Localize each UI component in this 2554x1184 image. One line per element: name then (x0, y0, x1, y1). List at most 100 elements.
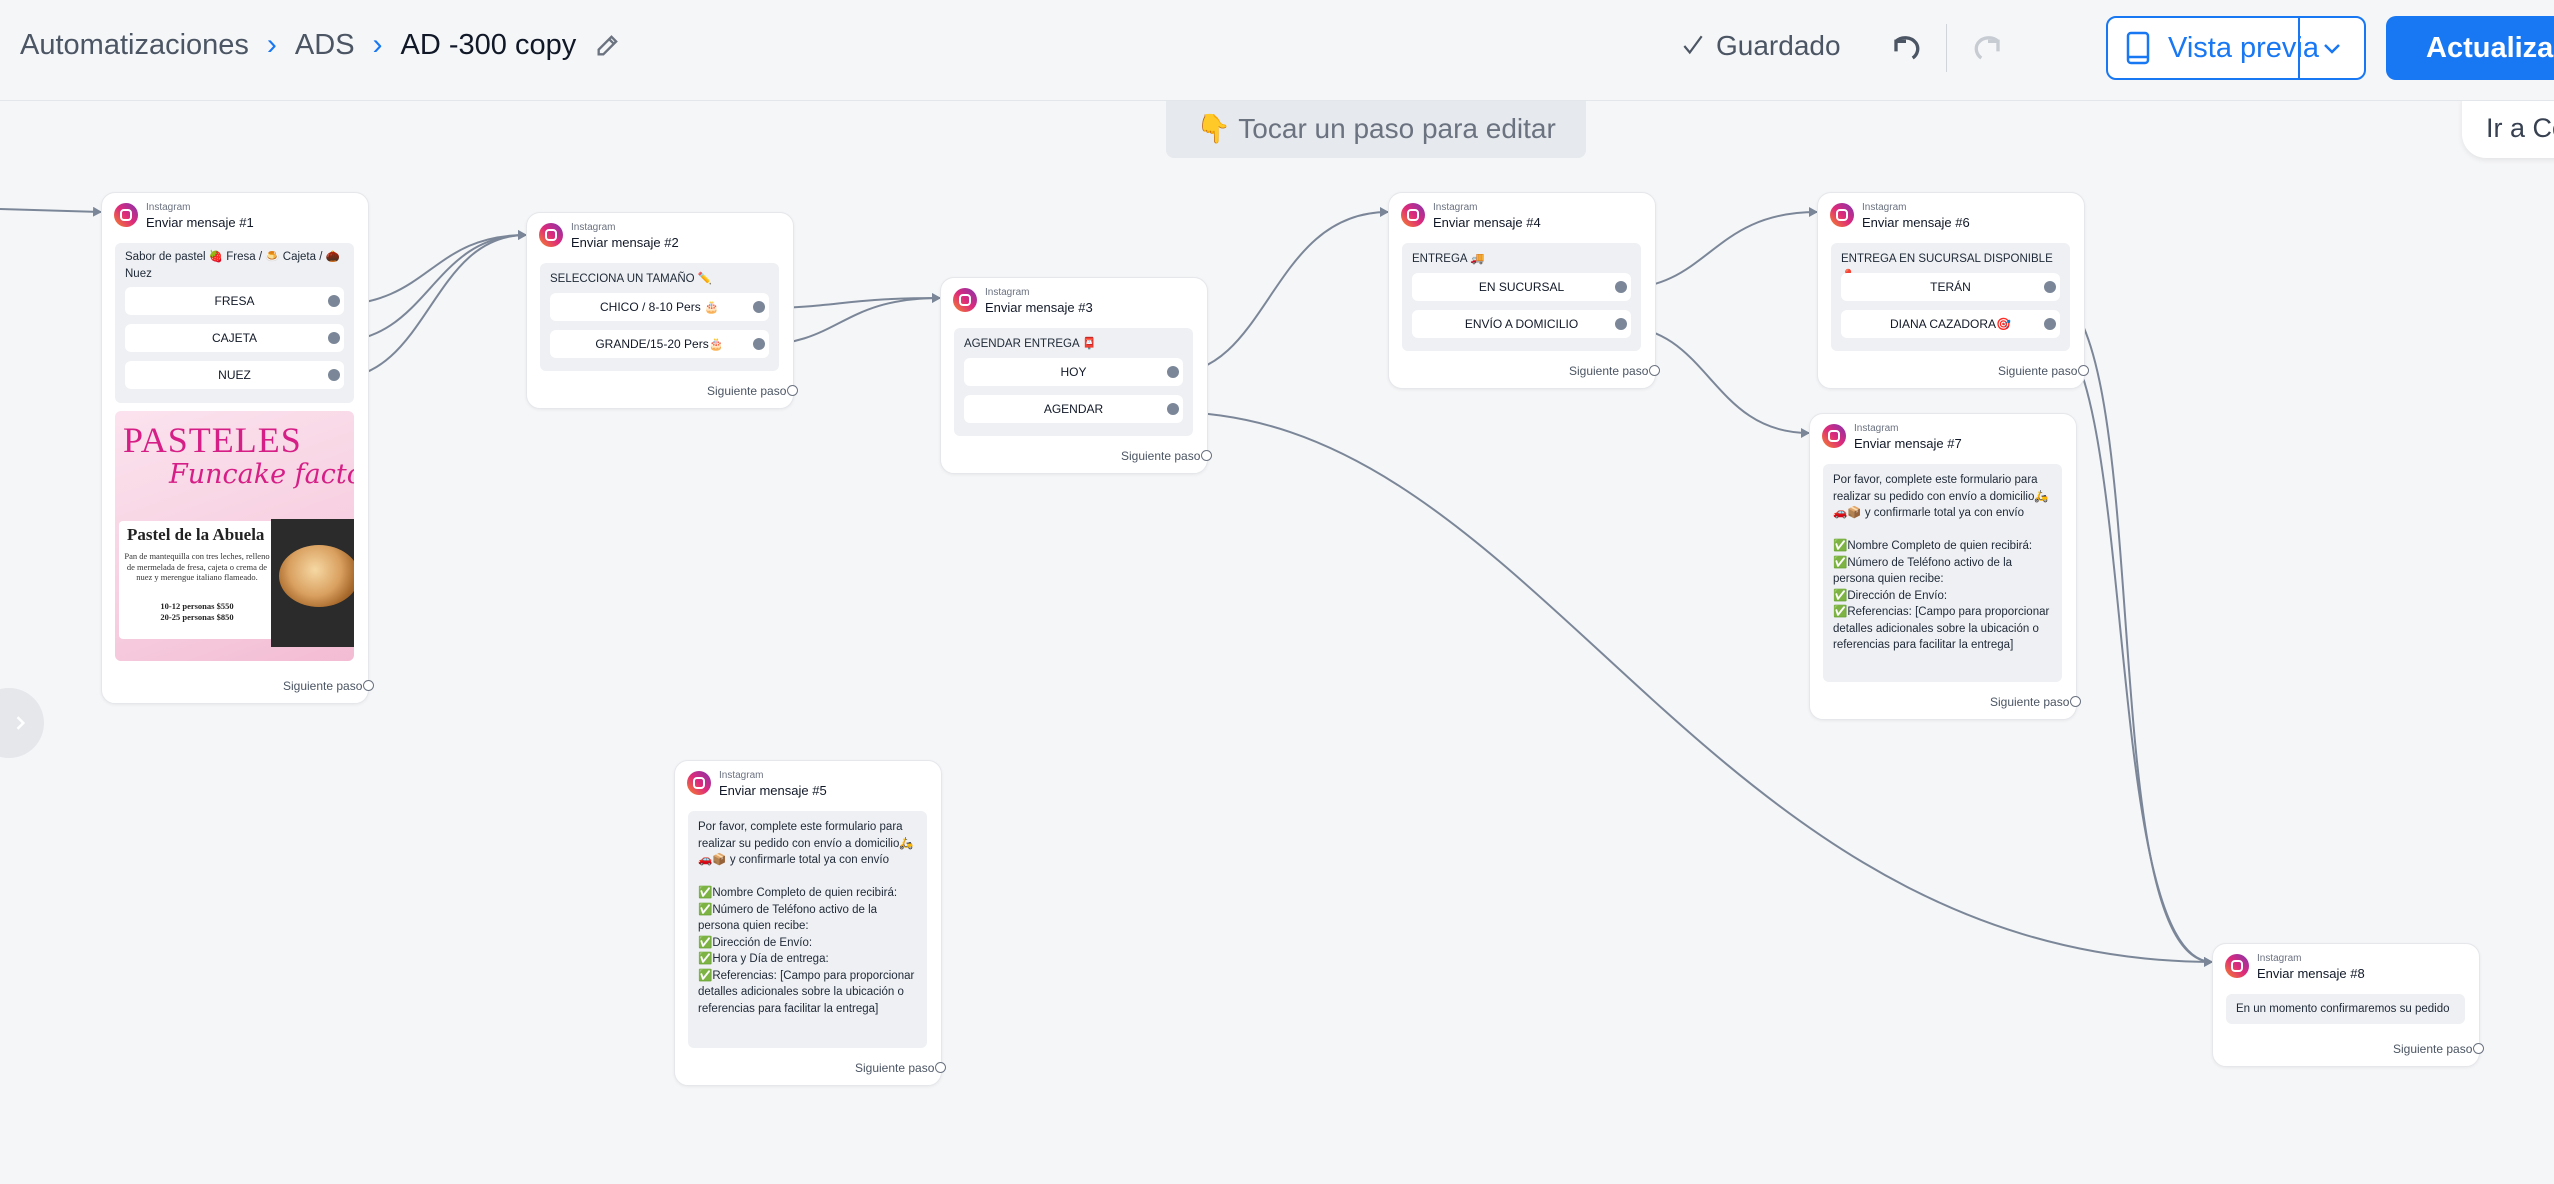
option-button[interactable]: FRESA (125, 287, 344, 315)
step-title: Enviar mensaje #6 (1862, 215, 1970, 230)
option-handle[interactable] (328, 332, 340, 344)
option-button[interactable]: DIANA CAZADORA🎯 (1841, 310, 2060, 338)
next-step-label: Siguiente paso (855, 1061, 935, 1075)
step-channel: Instagram (1433, 202, 1478, 213)
image-prices: 10-12 personas $550 20-25 personas $850 (123, 601, 271, 623)
option-button[interactable]: ENVÍO A DOMICILIO (1412, 310, 1631, 338)
instagram-icon (1830, 203, 1854, 227)
chevron-right-icon: › (266, 28, 277, 61)
image-price-1: 10-12 personas $550 (160, 601, 234, 611)
step-card-message-3[interactable]: Instagram Enviar mensaje #3 AGENDAR ENTR… (940, 277, 1212, 474)
step-title: Enviar mensaje #7 (1854, 436, 1962, 451)
option-handle[interactable] (328, 295, 340, 307)
option-button[interactable]: AGENDAR (964, 395, 1183, 423)
message-panel: Sabor de pastel 🍓 Fresa / 🍮 Cajeta / 🌰 N… (115, 243, 354, 403)
edit-hint: 👇 Tocar un paso para editar (1166, 98, 1586, 158)
option-button[interactable]: CAJETA (125, 324, 344, 352)
option-handle[interactable] (1167, 403, 1179, 415)
message-panel: Por favor, complete este formulario para… (688, 811, 927, 1048)
option-handle[interactable] (753, 338, 765, 350)
message-panel: Por favor, complete este formulario para… (1823, 464, 2062, 682)
message-panel: AGENDAR ENTREGA 📮 HOY AGENDAR (954, 328, 1193, 436)
step-channel: Instagram (571, 222, 616, 233)
pencil-icon[interactable] (594, 31, 622, 59)
instagram-icon (953, 288, 977, 312)
message-text: SELECCIONA UN TAMAÑO ✏️ (550, 273, 713, 285)
breadcrumb: Automatizaciones › ADS › AD -300 copy (20, 28, 622, 62)
message-text: En un momento confirmaremos su pedido (2236, 1003, 2450, 1015)
image-price-2: 20-25 personas $850 (160, 612, 234, 622)
message-panel: En un momento confirmaremos su pedido (2226, 994, 2465, 1024)
next-step-label: Siguiente paso (1569, 364, 1649, 378)
step-card-message-4[interactable]: Instagram Enviar mensaje #4 ENTREGA 🚚 EN… (1388, 192, 1660, 389)
step-channel: Instagram (146, 202, 191, 213)
breadcrumb-ads[interactable]: ADS (294, 28, 355, 61)
step-channel: Instagram (1862, 202, 1907, 213)
next-step-label: Siguiente paso (283, 679, 363, 693)
option-handle[interactable] (2044, 318, 2056, 330)
automation-name: AD -300 copy (400, 28, 577, 61)
next-step-label: Siguiente paso (1998, 364, 2078, 378)
option-button[interactable]: GRANDE/15-20 Pers🎂 (550, 330, 769, 358)
phone-icon (2126, 31, 2150, 65)
image-info-box (119, 521, 279, 639)
check-icon (1683, 35, 1703, 55)
next-step-handle[interactable] (1201, 450, 1212, 461)
next-step-handle[interactable] (935, 1062, 946, 1073)
preview-button[interactable]: Vista previa (2106, 16, 2366, 80)
next-step-handle[interactable] (2070, 696, 2081, 707)
update-button[interactable]: Actualizar (2386, 16, 2554, 80)
step-title: Enviar mensaje #3 (985, 300, 1093, 315)
next-step-label: Siguiente paso (1121, 449, 1201, 463)
step-card-message-1[interactable]: Instagram Enviar mensaje #1 Sabor de pas… (101, 192, 374, 704)
option-handle[interactable] (2044, 281, 2056, 293)
message-text: Sabor de pastel 🍓 Fresa / 🍮 Cajeta / 🌰 N… (125, 251, 344, 280)
go-to-button[interactable]: Ir a Co (2462, 98, 2554, 158)
product-image: PASTELES Funcake factory Pastel de la Ab… (115, 411, 354, 661)
preview-dropdown-button[interactable] (2298, 18, 2364, 78)
message-text: Por favor, complete este formulario para… (698, 821, 915, 1015)
next-step-label: Siguiente paso (707, 384, 787, 398)
step-card-message-8[interactable]: Instagram Enviar mensaje #8 En un moment… (2212, 943, 2484, 1067)
step-card-message-2[interactable]: Instagram Enviar mensaje #2 SELECCIONA U… (526, 212, 798, 409)
image-product-name: Pastel de la Abuela (127, 525, 265, 544)
redo-icon[interactable] (1968, 28, 2008, 68)
chevron-right-icon (16, 716, 26, 730)
next-step-handle[interactable] (363, 680, 374, 691)
next-step-handle[interactable] (1649, 365, 1660, 376)
undo-icon[interactable] (1886, 28, 1926, 68)
next-step-handle[interactable] (787, 385, 798, 396)
step-channel: Instagram (1854, 423, 1899, 434)
top-bar: Automatizaciones › ADS › AD -300 copy Gu… (0, 0, 2554, 101)
breadcrumb-automatizaciones[interactable]: Automatizaciones (20, 28, 249, 61)
option-handle[interactable] (753, 301, 765, 313)
option-button[interactable]: NUEZ (125, 361, 344, 389)
chevron-right-icon: › (372, 28, 383, 61)
step-card-message-5[interactable]: Instagram Enviar mensaje #5 Por favor, c… (674, 760, 946, 1086)
message-panel: ENTREGA EN SUCURSAL DISPONIBLE 📍 TERÁN D… (1831, 243, 2070, 351)
step-channel: Instagram (985, 287, 1030, 298)
option-handle[interactable] (328, 369, 340, 381)
option-handle[interactable] (1615, 318, 1627, 330)
step-card-message-6[interactable]: Instagram Enviar mensaje #6 ENTREGA EN S… (1817, 192, 2089, 389)
instagram-icon (1401, 203, 1425, 227)
message-text: AGENDAR ENTREGA 📮 (964, 338, 1097, 350)
next-step-handle[interactable] (2078, 365, 2089, 376)
option-button[interactable]: HOY (964, 358, 1183, 386)
toolbar-divider (1946, 24, 1947, 72)
next-step-handle[interactable] (2473, 1043, 2484, 1054)
image-brand-line2: Funcake factory (169, 459, 354, 490)
saved-status: Guardado (1680, 30, 1841, 62)
option-button[interactable]: EN SUCURSAL (1412, 273, 1631, 301)
option-handle[interactable] (1167, 366, 1179, 378)
instagram-icon (539, 223, 563, 247)
next-step-label: Siguiente paso (1990, 695, 2070, 709)
step-title: Enviar mensaje #8 (2257, 966, 2365, 981)
step-card-message-7[interactable]: Instagram Enviar mensaje #7 Por favor, c… (1809, 413, 2081, 720)
option-button[interactable]: CHICO / 8-10 Pers 🎂 (550, 293, 769, 321)
option-handle[interactable] (1615, 281, 1627, 293)
saved-label: Guardado (1716, 30, 1841, 61)
option-button[interactable]: TERÁN (1841, 273, 2060, 301)
step-title: Enviar mensaje #5 (719, 783, 827, 798)
